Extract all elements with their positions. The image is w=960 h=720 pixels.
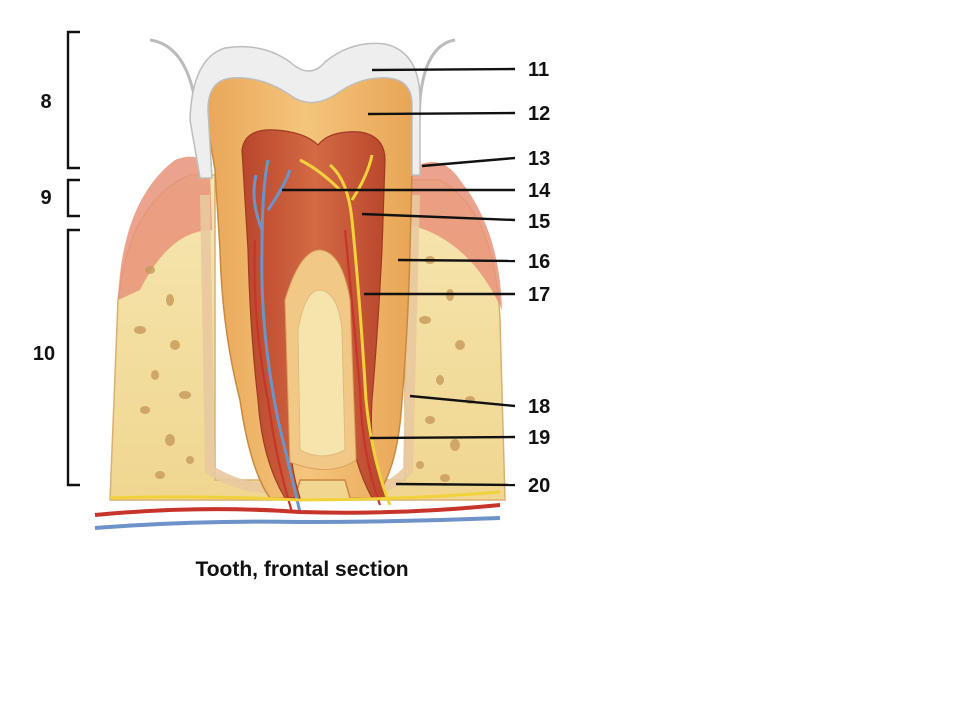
bracket-label-10: 10 — [33, 343, 55, 365]
label-17: 17 — [528, 284, 550, 306]
bracket-8 — [66, 30, 80, 170]
leader-11 — [371, 67, 516, 72]
label-11: 11 — [528, 59, 549, 81]
neighbour-crown-left — [149, 38, 200, 151]
neighbour-crown-right — [416, 38, 456, 151]
enamel — [189, 42, 421, 179]
leader-13 — [421, 156, 516, 168]
leader-20 — [395, 482, 516, 487]
leader-19 — [369, 435, 516, 440]
label-12: 12 — [528, 103, 550, 125]
base-artery — [94, 503, 501, 517]
bracket-label-9: 9 — [40, 187, 51, 209]
label-20: 20 — [528, 475, 550, 497]
label-18: 18 — [528, 396, 550, 418]
label-19: 19 — [528, 427, 550, 449]
gingiva-left — [118, 156, 212, 300]
leader-12 — [367, 111, 516, 116]
label-16: 16 — [528, 251, 550, 273]
label-14: 14 — [528, 180, 551, 202]
nerve-in-pulp — [299, 154, 392, 506]
bracket-10 — [66, 228, 80, 487]
region-brackets: 8 9 10 — [33, 30, 80, 487]
figure-caption: Tooth, frontal section — [195, 558, 408, 581]
label-15: 15 — [528, 211, 550, 233]
vein-in-pulp — [252, 159, 302, 513]
leader-18 — [409, 394, 516, 408]
leader-16 — [397, 258, 516, 263]
bracket-label-8: 8 — [40, 91, 51, 113]
base-vein — [94, 516, 501, 530]
base-nerve — [109, 490, 501, 502]
artery-in-pulp — [253, 229, 382, 513]
inter-radicular-bone — [297, 289, 346, 457]
label-13: 13 — [528, 148, 550, 170]
callout-labels: 11 12 13 14 15 16 17 18 19 20 — [282, 59, 551, 497]
tooth-illustration — [94, 38, 506, 530]
gingiva-right — [410, 162, 502, 310]
bracket-9 — [66, 178, 80, 218]
leader-15 — [361, 212, 516, 222]
